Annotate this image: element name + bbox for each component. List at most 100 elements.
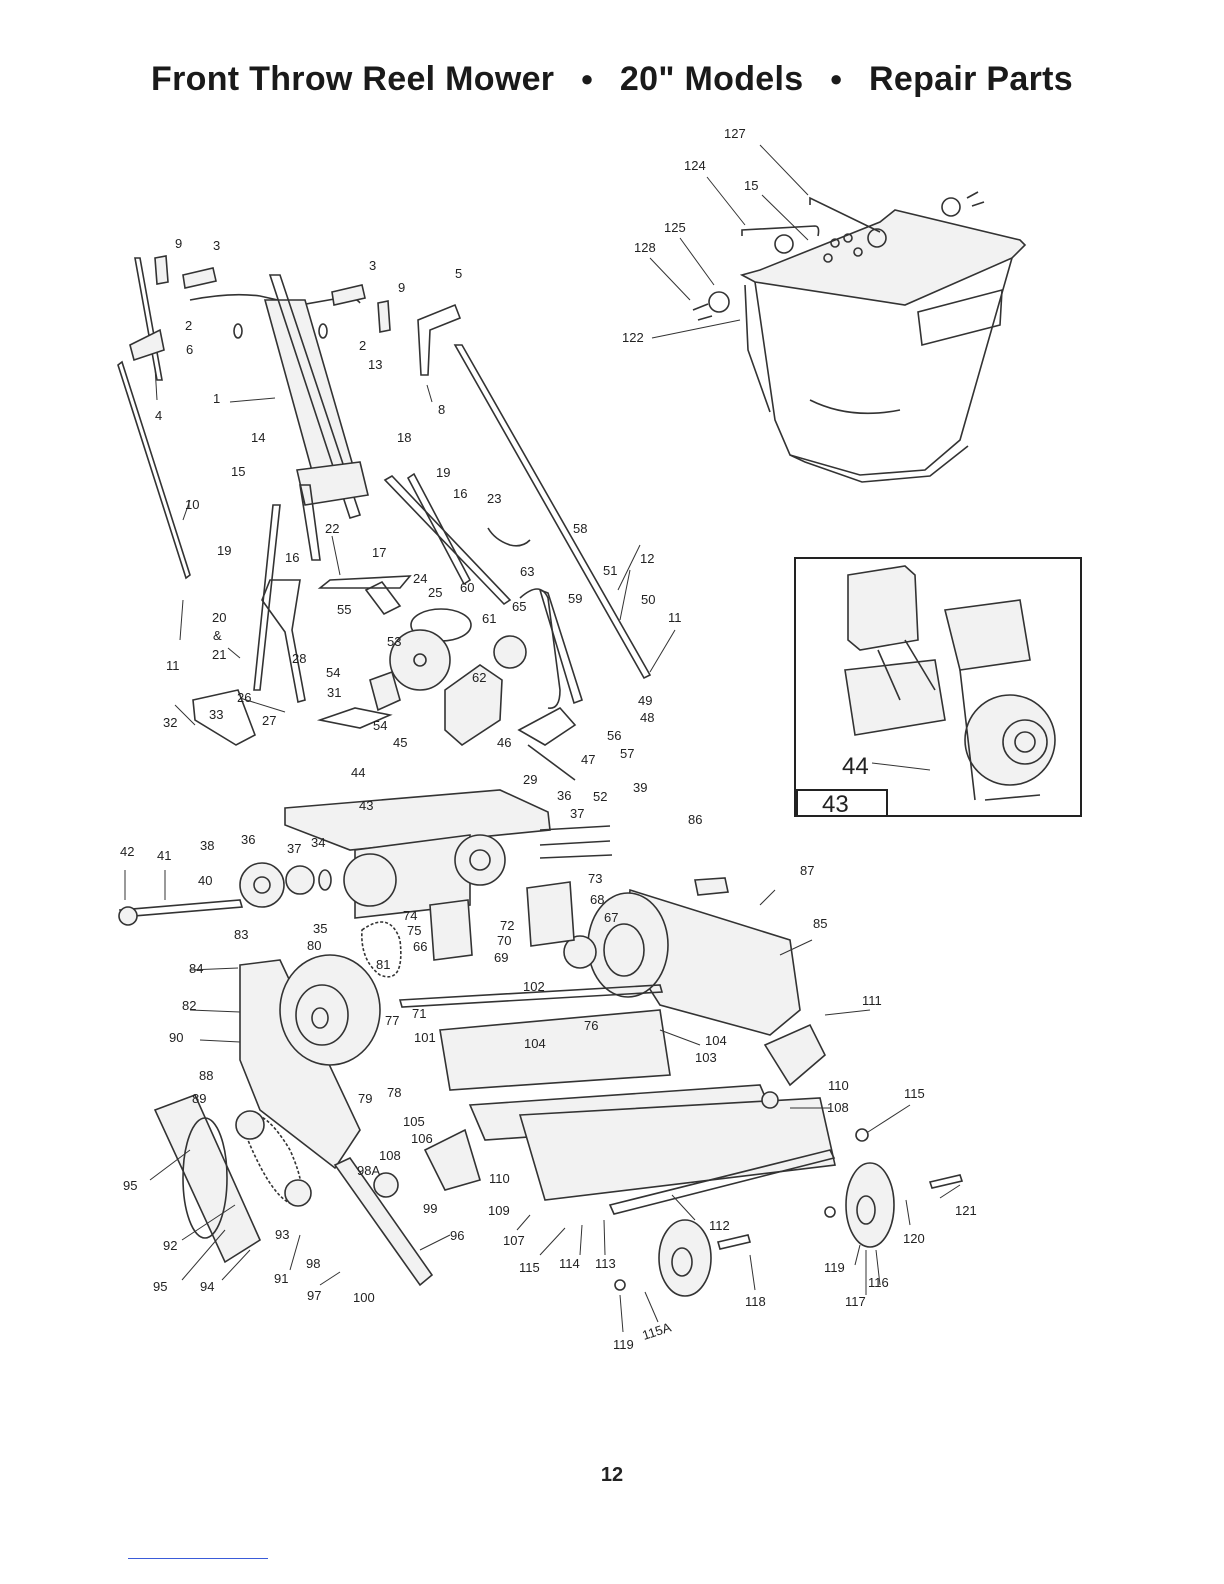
part-label: 1: [213, 391, 220, 406]
part-label: 49: [638, 693, 652, 708]
part-label: 82: [182, 998, 196, 1013]
part-label: 108: [827, 1100, 849, 1115]
footer-rule: [128, 1558, 268, 1559]
part-label: 11: [668, 610, 682, 625]
part-label: 60: [460, 580, 474, 595]
engine-mount: [369, 588, 561, 747]
deck-and-roller: [118, 789, 613, 926]
part-label: 103: [695, 1050, 717, 1065]
part-label: 52: [593, 789, 607, 804]
part-label: 10: [185, 497, 199, 512]
part-label: 107: [503, 1233, 525, 1248]
part-label: 47: [581, 752, 595, 767]
part-label: 3: [213, 238, 220, 253]
part-label: 97: [307, 1288, 321, 1303]
part-label: 63: [520, 564, 534, 579]
title-part-2: 20" Models: [619, 60, 804, 98]
part-label: 35: [313, 921, 327, 936]
part-label: 86: [688, 812, 702, 827]
part-label: 42: [120, 844, 134, 859]
part-label: 32: [163, 715, 177, 730]
part-label: 98A: [357, 1163, 380, 1178]
chains-and-sprockets: [235, 877, 729, 1207]
part-label: 15: [744, 178, 758, 193]
part-label: 31: [327, 685, 341, 700]
part-label: 110: [828, 1078, 849, 1093]
part-label: 38: [200, 838, 214, 853]
part-label: 41: [157, 848, 171, 863]
part-label: 122: [622, 330, 644, 345]
part-label: 17: [372, 545, 386, 560]
part-label: 15: [231, 464, 245, 479]
part-label: 115: [904, 1086, 925, 1101]
page-title: Front Throw Reel Mower●20" Models●Repair…: [0, 60, 1224, 99]
part-label: 29: [523, 772, 537, 787]
part-label: 62: [472, 670, 486, 685]
part-label: 54: [373, 718, 387, 733]
part-label: 106: [411, 1131, 433, 1146]
part-label: 59: [568, 591, 582, 606]
part-label: 61: [482, 611, 496, 626]
part-label: 2: [359, 338, 366, 353]
part-label: 79: [358, 1091, 372, 1106]
part-label: 45: [393, 735, 407, 750]
part-label: 128: [634, 240, 656, 255]
part-label: 83: [234, 927, 248, 942]
part-label: 9: [175, 236, 182, 251]
part-label: 3: [369, 258, 376, 273]
part-label: 121: [955, 1203, 977, 1218]
part-label: 11: [166, 658, 180, 673]
part-label: 75: [407, 923, 421, 938]
part-label: 90: [169, 1030, 183, 1045]
title-part-1: Front Throw Reel Mower: [151, 60, 555, 98]
part-label: 85: [813, 916, 827, 931]
part-label: 111: [862, 993, 882, 1008]
part-label: 36: [241, 832, 255, 847]
part-label: 119: [824, 1260, 845, 1275]
part-label: 20: [212, 610, 226, 625]
part-label: 4: [155, 408, 162, 423]
part-label: 115A: [640, 1319, 673, 1342]
part-label: 117: [845, 1294, 866, 1309]
part-label: 112: [709, 1218, 730, 1233]
part-label: 56: [607, 728, 621, 743]
part-label: 28: [292, 651, 306, 666]
part-label: 40: [198, 873, 212, 888]
part-label: 9: [398, 280, 405, 295]
part-label: 113: [595, 1256, 616, 1271]
part-label: 46: [497, 735, 511, 750]
part-label: 77: [385, 1013, 399, 1028]
part-label: 98: [306, 1256, 320, 1271]
part-label: 84: [189, 961, 203, 976]
part-label: 5: [455, 266, 462, 281]
part-label: 109: [488, 1203, 510, 1218]
bullet-separator: ●: [580, 66, 594, 91]
part-label: 24: [413, 571, 427, 586]
part-label: 101: [414, 1030, 436, 1045]
part-label: 65: [512, 599, 526, 614]
part-label: 16: [453, 486, 467, 501]
part-label: 114: [559, 1256, 580, 1271]
part-label: 70: [497, 933, 511, 948]
part-label: 8: [438, 402, 445, 417]
part-label: 102: [523, 979, 545, 994]
part-label: 104: [705, 1033, 727, 1048]
grass-catcher: [692, 191, 1027, 483]
part-label: 34: [311, 835, 325, 850]
part-labels: 127 124 15 125 128 122 9 3 3 9 5 2 6 2 1…: [120, 126, 977, 1352]
part-label: 80: [307, 938, 321, 953]
part-label: 25: [428, 585, 442, 600]
part-label: 93: [275, 1227, 289, 1242]
part-label: 54: [326, 665, 340, 680]
part-label: 69: [494, 950, 508, 965]
part-label: 71: [412, 1006, 426, 1021]
part-label: 68: [590, 892, 604, 907]
part-label: 58: [573, 521, 587, 536]
part-label: 92: [163, 1238, 177, 1253]
part-label: 91: [274, 1271, 288, 1286]
part-label: 37: [287, 841, 301, 856]
part-label: 22: [325, 521, 339, 536]
part-label: 127: [724, 126, 746, 141]
part-label: 115: [519, 1260, 540, 1275]
